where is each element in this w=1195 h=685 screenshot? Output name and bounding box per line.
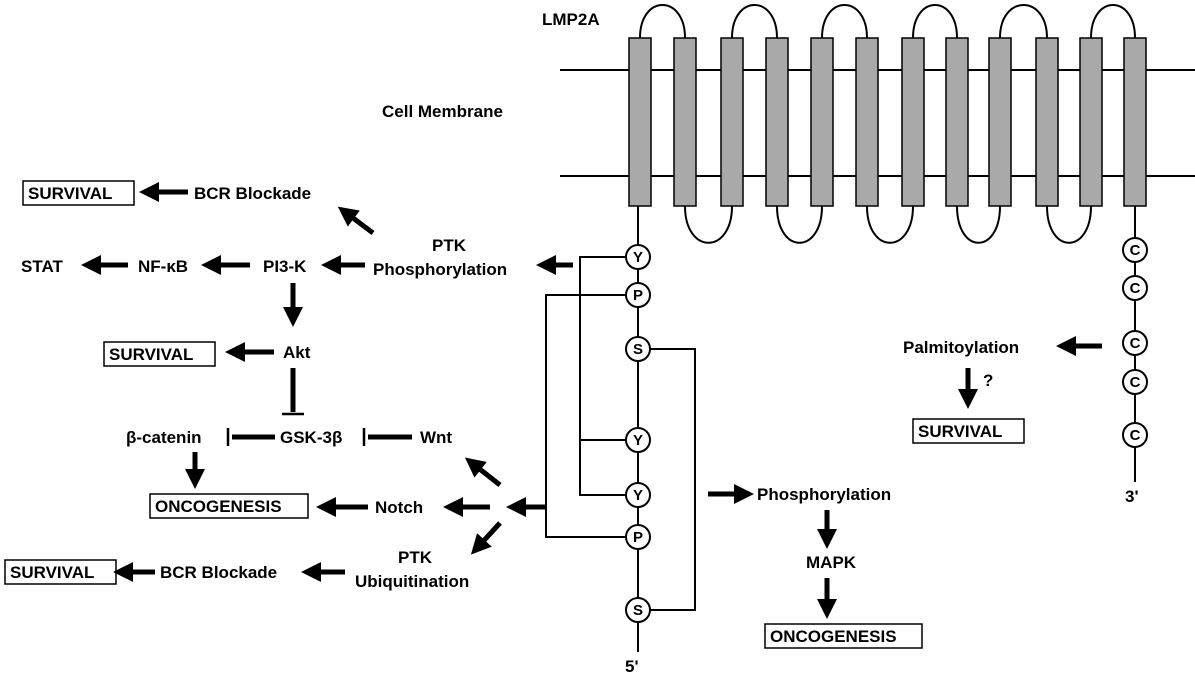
c-terminal-residues: C C C C C <box>1122 237 1148 448</box>
n-terminal-residues: Y P S Y Y P S <box>625 244 651 623</box>
residue-c5: C <box>1130 427 1141 444</box>
right-bracket <box>650 348 696 611</box>
membrane-label: Cell Membrane <box>382 102 503 121</box>
residue-p2: P <box>633 529 643 546</box>
mapk-label: MAPK <box>806 553 857 572</box>
bcr-blockade-bottom-label: BCR Blockade <box>160 563 277 582</box>
extracellular-loops <box>639 4 1136 39</box>
terminus-5-label: 5' <box>625 657 639 676</box>
oncogenesis-left-box <box>149 493 309 519</box>
stat-label: STAT <box>21 257 63 276</box>
notch-label: Notch <box>375 498 423 517</box>
gsk3b-label: GSK-3β <box>280 428 342 447</box>
palmitoylation-label: Palmitoylation <box>903 338 1019 357</box>
ptk-phos-label-line1: PTK <box>432 236 467 255</box>
arrow-to-wnt <box>464 457 502 487</box>
question-mark-label: ? <box>983 371 993 390</box>
pi3k-label: PI3-K <box>263 257 307 276</box>
residue-c4: C <box>1130 374 1141 391</box>
transmembrane-segments <box>628 37 1147 207</box>
residue-y2: Y <box>633 432 643 449</box>
survival-palm-box <box>912 418 1025 444</box>
residue-s1: S <box>633 341 643 358</box>
survival-top-box <box>22 180 135 206</box>
bcr-blockade-top-label: BCR Blockade <box>194 184 311 203</box>
survival-bottom-box <box>4 559 117 585</box>
wnt-label: Wnt <box>420 428 452 447</box>
ptk-phos-label-line2: Phosphorylation <box>373 260 507 279</box>
nfkb-label: NF-κB <box>138 257 188 276</box>
bcatenin-label: β-catenin <box>126 428 202 447</box>
survival-bottom-label: SURVIVAL <box>10 563 94 582</box>
survival-akt-label: SURVIVAL <box>109 345 193 364</box>
intracellular-loops <box>684 205 1092 244</box>
left-brackets <box>545 256 626 538</box>
residue-c2: C <box>1130 280 1141 297</box>
akt-label: Akt <box>283 343 311 362</box>
oncogenesis-left-label: ONCOGENESIS <box>155 497 282 516</box>
terminus-3-label: 3' <box>1125 487 1139 506</box>
ptk-ubi-label-line1: PTK <box>398 548 433 567</box>
residue-y3: Y <box>633 487 643 504</box>
arrow-to-bcr-top <box>337 206 375 235</box>
arrow-to-ptk-ubi <box>470 521 502 555</box>
residue-s2: S <box>633 602 643 619</box>
oncogenesis-mapk-box <box>764 623 923 649</box>
survival-palm-label: SURVIVAL <box>918 422 1002 441</box>
pathway-arrows <box>81 182 1102 619</box>
phosphorylation-right-label: Phosphorylation <box>757 485 891 504</box>
residue-c3: C <box>1130 335 1141 352</box>
residue-c1: C <box>1130 242 1141 259</box>
ptk-ubi-label-line2: Ubiquitination <box>355 572 469 591</box>
protein-title: LMP2A <box>542 10 600 29</box>
residue-p1: P <box>633 287 643 304</box>
residue-y1: Y <box>633 249 643 266</box>
survival-akt-box <box>103 341 216 367</box>
survival-top-label: SURVIVAL <box>28 184 112 203</box>
oncogenesis-mapk-label: ONCOGENESIS <box>770 627 897 646</box>
